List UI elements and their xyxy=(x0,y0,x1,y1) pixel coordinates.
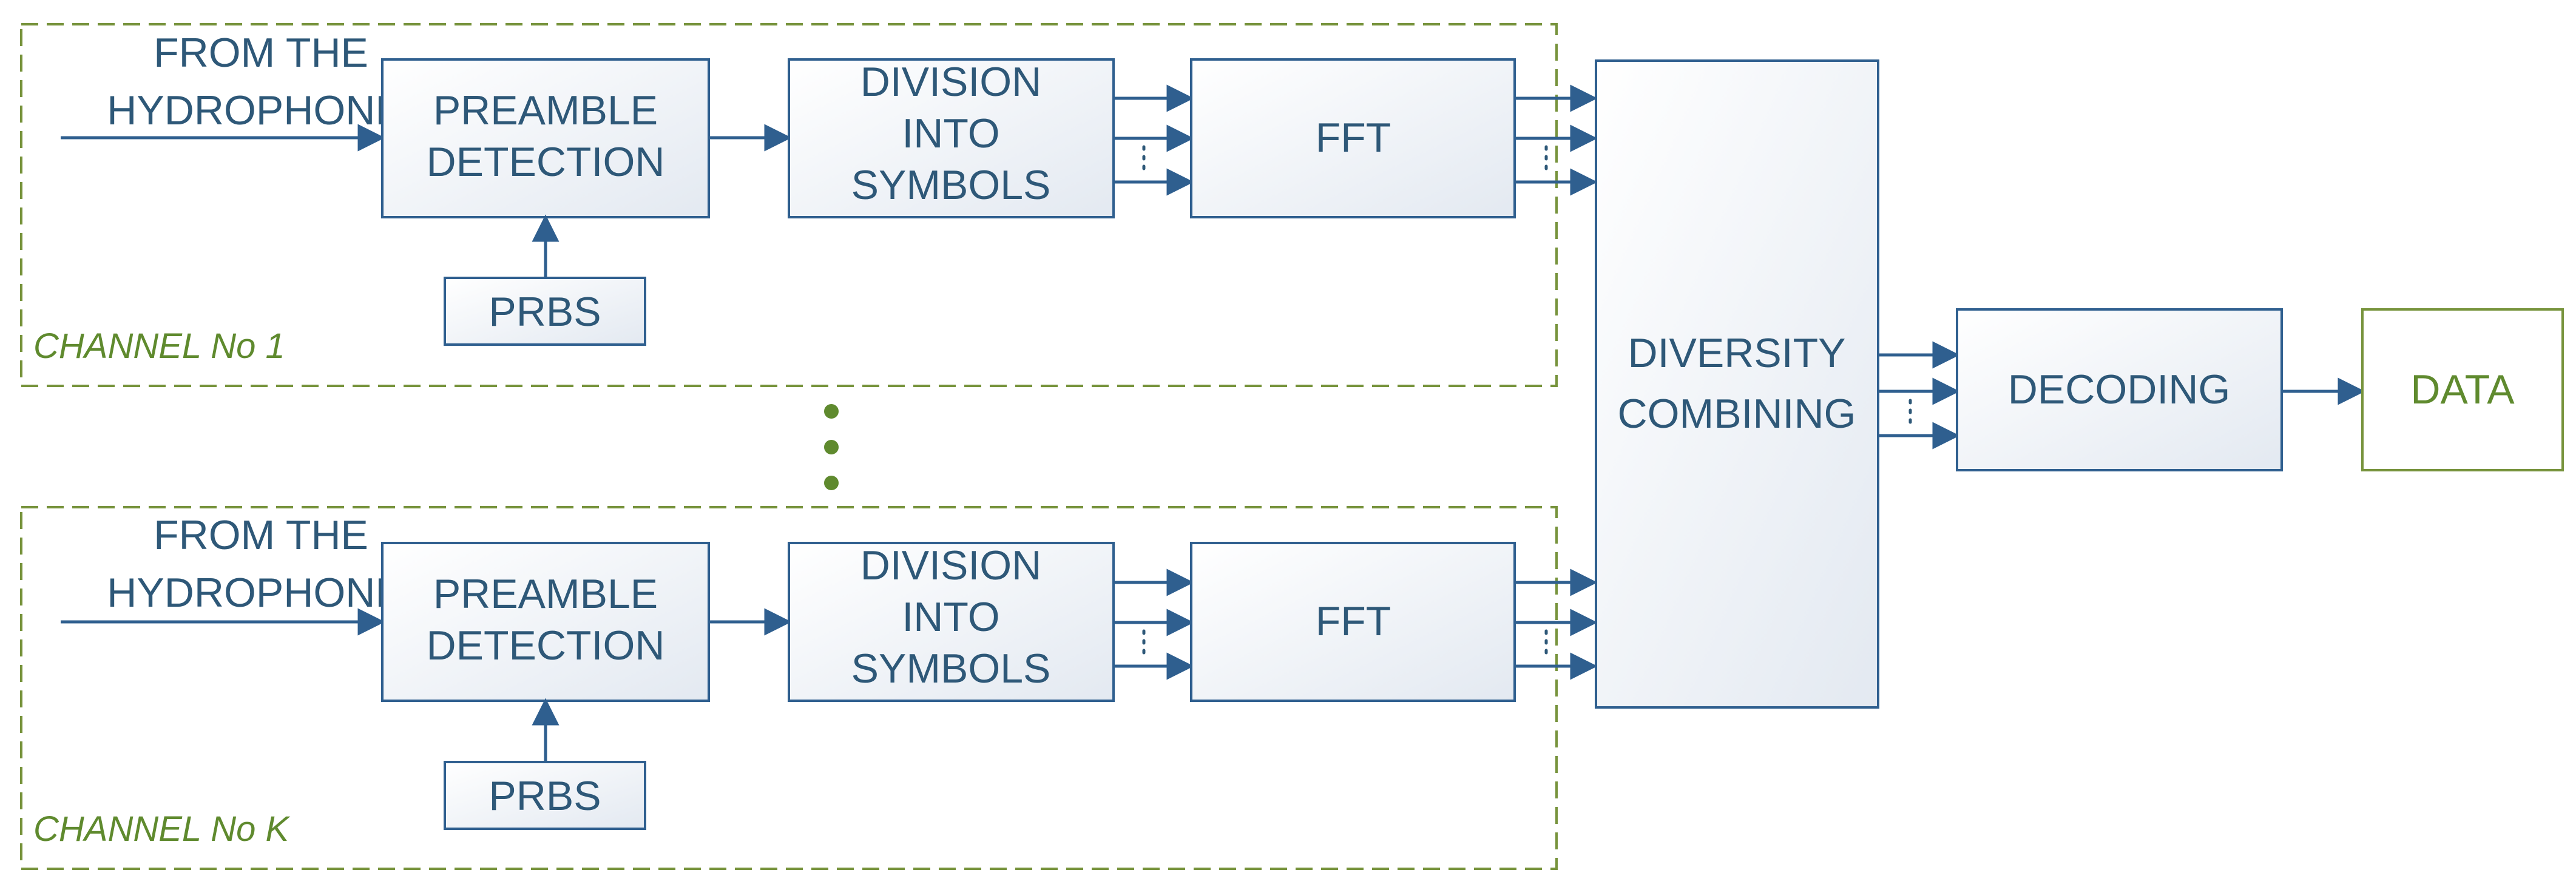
decoding-block xyxy=(1956,308,2283,471)
channel-1-input-label-line1: FROM THE xyxy=(154,30,368,76)
channel-1-prbs-block xyxy=(444,277,646,346)
channel-ellipsis xyxy=(824,404,839,490)
diversity-combining-block xyxy=(1595,59,1879,709)
channel-k-group: CHANNEL No K FROM THE HYDROPHONE PREAMBL… xyxy=(20,506,1598,870)
channel-k-division-label-line1: DIVISION xyxy=(860,542,1042,589)
channel-1-fft-label: FFT xyxy=(1316,115,1391,161)
channel-k-frame xyxy=(20,506,1558,870)
channel-1-preamble-label-line1: PREAMBLE xyxy=(433,87,658,133)
channel-1-division-block xyxy=(788,58,1115,218)
channel-1-division-label-line1: DIVISION xyxy=(860,59,1042,105)
channel-k-fft-block xyxy=(1190,542,1516,702)
data-output-label: DATA xyxy=(2410,366,2515,413)
channel-k-division-label-line2: INTO xyxy=(902,594,999,640)
channel-k-preamble-label-line2: DETECTION xyxy=(427,622,665,669)
channel-1-preamble-label-line2: DETECTION xyxy=(427,139,665,185)
diversity-combining-label-line2: COMBINING xyxy=(1618,391,1856,437)
channel-1-group: CHANNEL No 1 FROM THE HYDROPHONE PREAMBL… xyxy=(20,23,1598,387)
channel-k-preamble-detection-block xyxy=(381,542,710,702)
channel-ellipsis-dot-2 xyxy=(824,440,839,454)
channel-1-preamble-detection-block xyxy=(381,58,710,218)
channel-k-label: CHANNEL No K xyxy=(33,809,290,849)
decoding-label: DECODING xyxy=(2008,366,2230,413)
channel-k-prbs-label: PRBS xyxy=(488,773,601,819)
channel-1-label: CHANNEL No 1 xyxy=(33,326,285,366)
channel-k-division-block xyxy=(788,542,1115,702)
channel-k-fft-label: FFT xyxy=(1316,598,1391,644)
channel-k-prbs-block xyxy=(444,761,646,830)
channel-k-preamble-label-line1: PREAMBLE xyxy=(433,571,658,617)
channel-1-division-label-line3: SYMBOLS xyxy=(851,162,1051,208)
channel-1-fft-block xyxy=(1190,58,1516,218)
data-output-block xyxy=(2361,308,2564,471)
channel-1-frame xyxy=(20,23,1558,387)
channel-1-input-label-line2: HYDROPHONE xyxy=(107,87,402,133)
channel-ellipsis-dot-1 xyxy=(824,404,839,419)
channel-ellipsis-dot-3 xyxy=(824,476,839,490)
channel-1-division-label-line2: INTO xyxy=(902,110,999,157)
channel-k-input-label-line1: FROM THE xyxy=(154,512,368,558)
channel-1-prbs-label: PRBS xyxy=(488,289,601,335)
diversity-combining-label-line1: DIVERSITY xyxy=(1628,330,1846,376)
channel-k-input-label-line2: HYDROPHONE xyxy=(107,570,402,616)
channel-k-division-label-line3: SYMBOLS xyxy=(851,646,1051,692)
